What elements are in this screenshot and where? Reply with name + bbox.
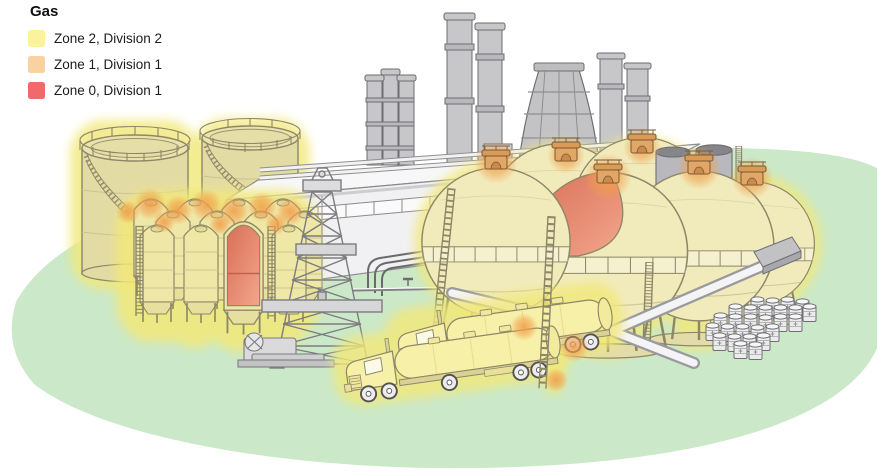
legend-label-zone2: Zone 2, Division 2 [54,31,163,46]
silo-orange-glows [116,188,304,235]
legend-item-zone0: Zone 0, Division 1 [28,82,162,99]
legend: Gas Zone 2, Division 2 Zone 1, Division … [28,3,162,108]
zone0-swatch-icon [28,82,45,99]
legend-title: Gas [30,3,59,20]
legend-label-zone1: Zone 1, Division 1 [54,57,163,72]
legend-label-zone0: Zone 0, Division 1 [54,83,163,98]
zone1-swatch-icon [28,56,45,73]
zone0-silo [222,221,265,335]
legend-item-zone1: Zone 1, Division 1 [28,56,162,73]
chimney-group [364,12,652,169]
walkway-wedge [753,236,802,275]
zone2-swatch-icon [28,30,45,47]
legend-item-zone2: Zone 2, Division 2 [28,30,162,47]
truck-orange-glows [510,313,589,392]
